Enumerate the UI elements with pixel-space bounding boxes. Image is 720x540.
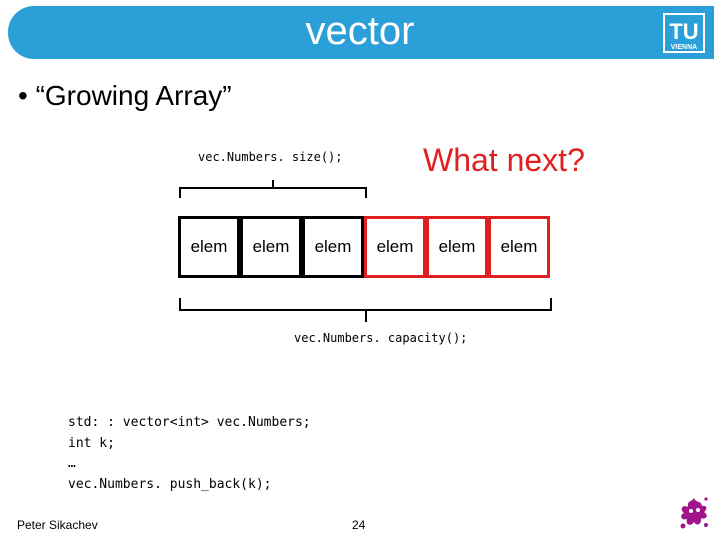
tu-vienna-logo: TU VIENNA bbox=[663, 13, 705, 53]
size-brace bbox=[179, 180, 367, 198]
paint-splat-icon bbox=[680, 497, 708, 529]
what-next-label: What next? bbox=[423, 142, 585, 178]
vector-array: elem elem elem elem elem elem bbox=[178, 216, 552, 282]
bullet-growing-array: • “Growing Array” bbox=[18, 80, 232, 111]
logo-text-vienna: VIENNA bbox=[671, 44, 697, 51]
array-cell-4: elem bbox=[364, 216, 426, 278]
array-cell-6: elem bbox=[488, 216, 550, 278]
size-call-label: vec.Numbers. size(); bbox=[198, 150, 343, 164]
array-cell-1: elem bbox=[178, 216, 240, 278]
capacity-call-label: vec.Numbers. capacity(); bbox=[294, 331, 468, 345]
array-cell-5: elem bbox=[426, 216, 488, 278]
slide-title: vector bbox=[305, 9, 415, 53]
title-bar bbox=[8, 6, 714, 59]
capacity-brace bbox=[179, 298, 552, 322]
code-line-1: std: : vector<int> vec.Numbers; bbox=[68, 415, 311, 430]
array-cell-3: elem bbox=[302, 216, 364, 278]
logo-text-tu: TU bbox=[669, 19, 698, 44]
array-cell-2: elem bbox=[240, 216, 302, 278]
code-line-4: vec.Numbers. push_back(k); bbox=[68, 476, 272, 492]
code-block: std: : vector<int> vec.Numbers; int k; …… bbox=[68, 413, 311, 495]
code-line-2: int k; bbox=[68, 435, 115, 451]
author-name: Peter Sikachev bbox=[17, 518, 98, 532]
page-number: 24 bbox=[352, 518, 366, 532]
code-line-3: … bbox=[68, 456, 76, 471]
